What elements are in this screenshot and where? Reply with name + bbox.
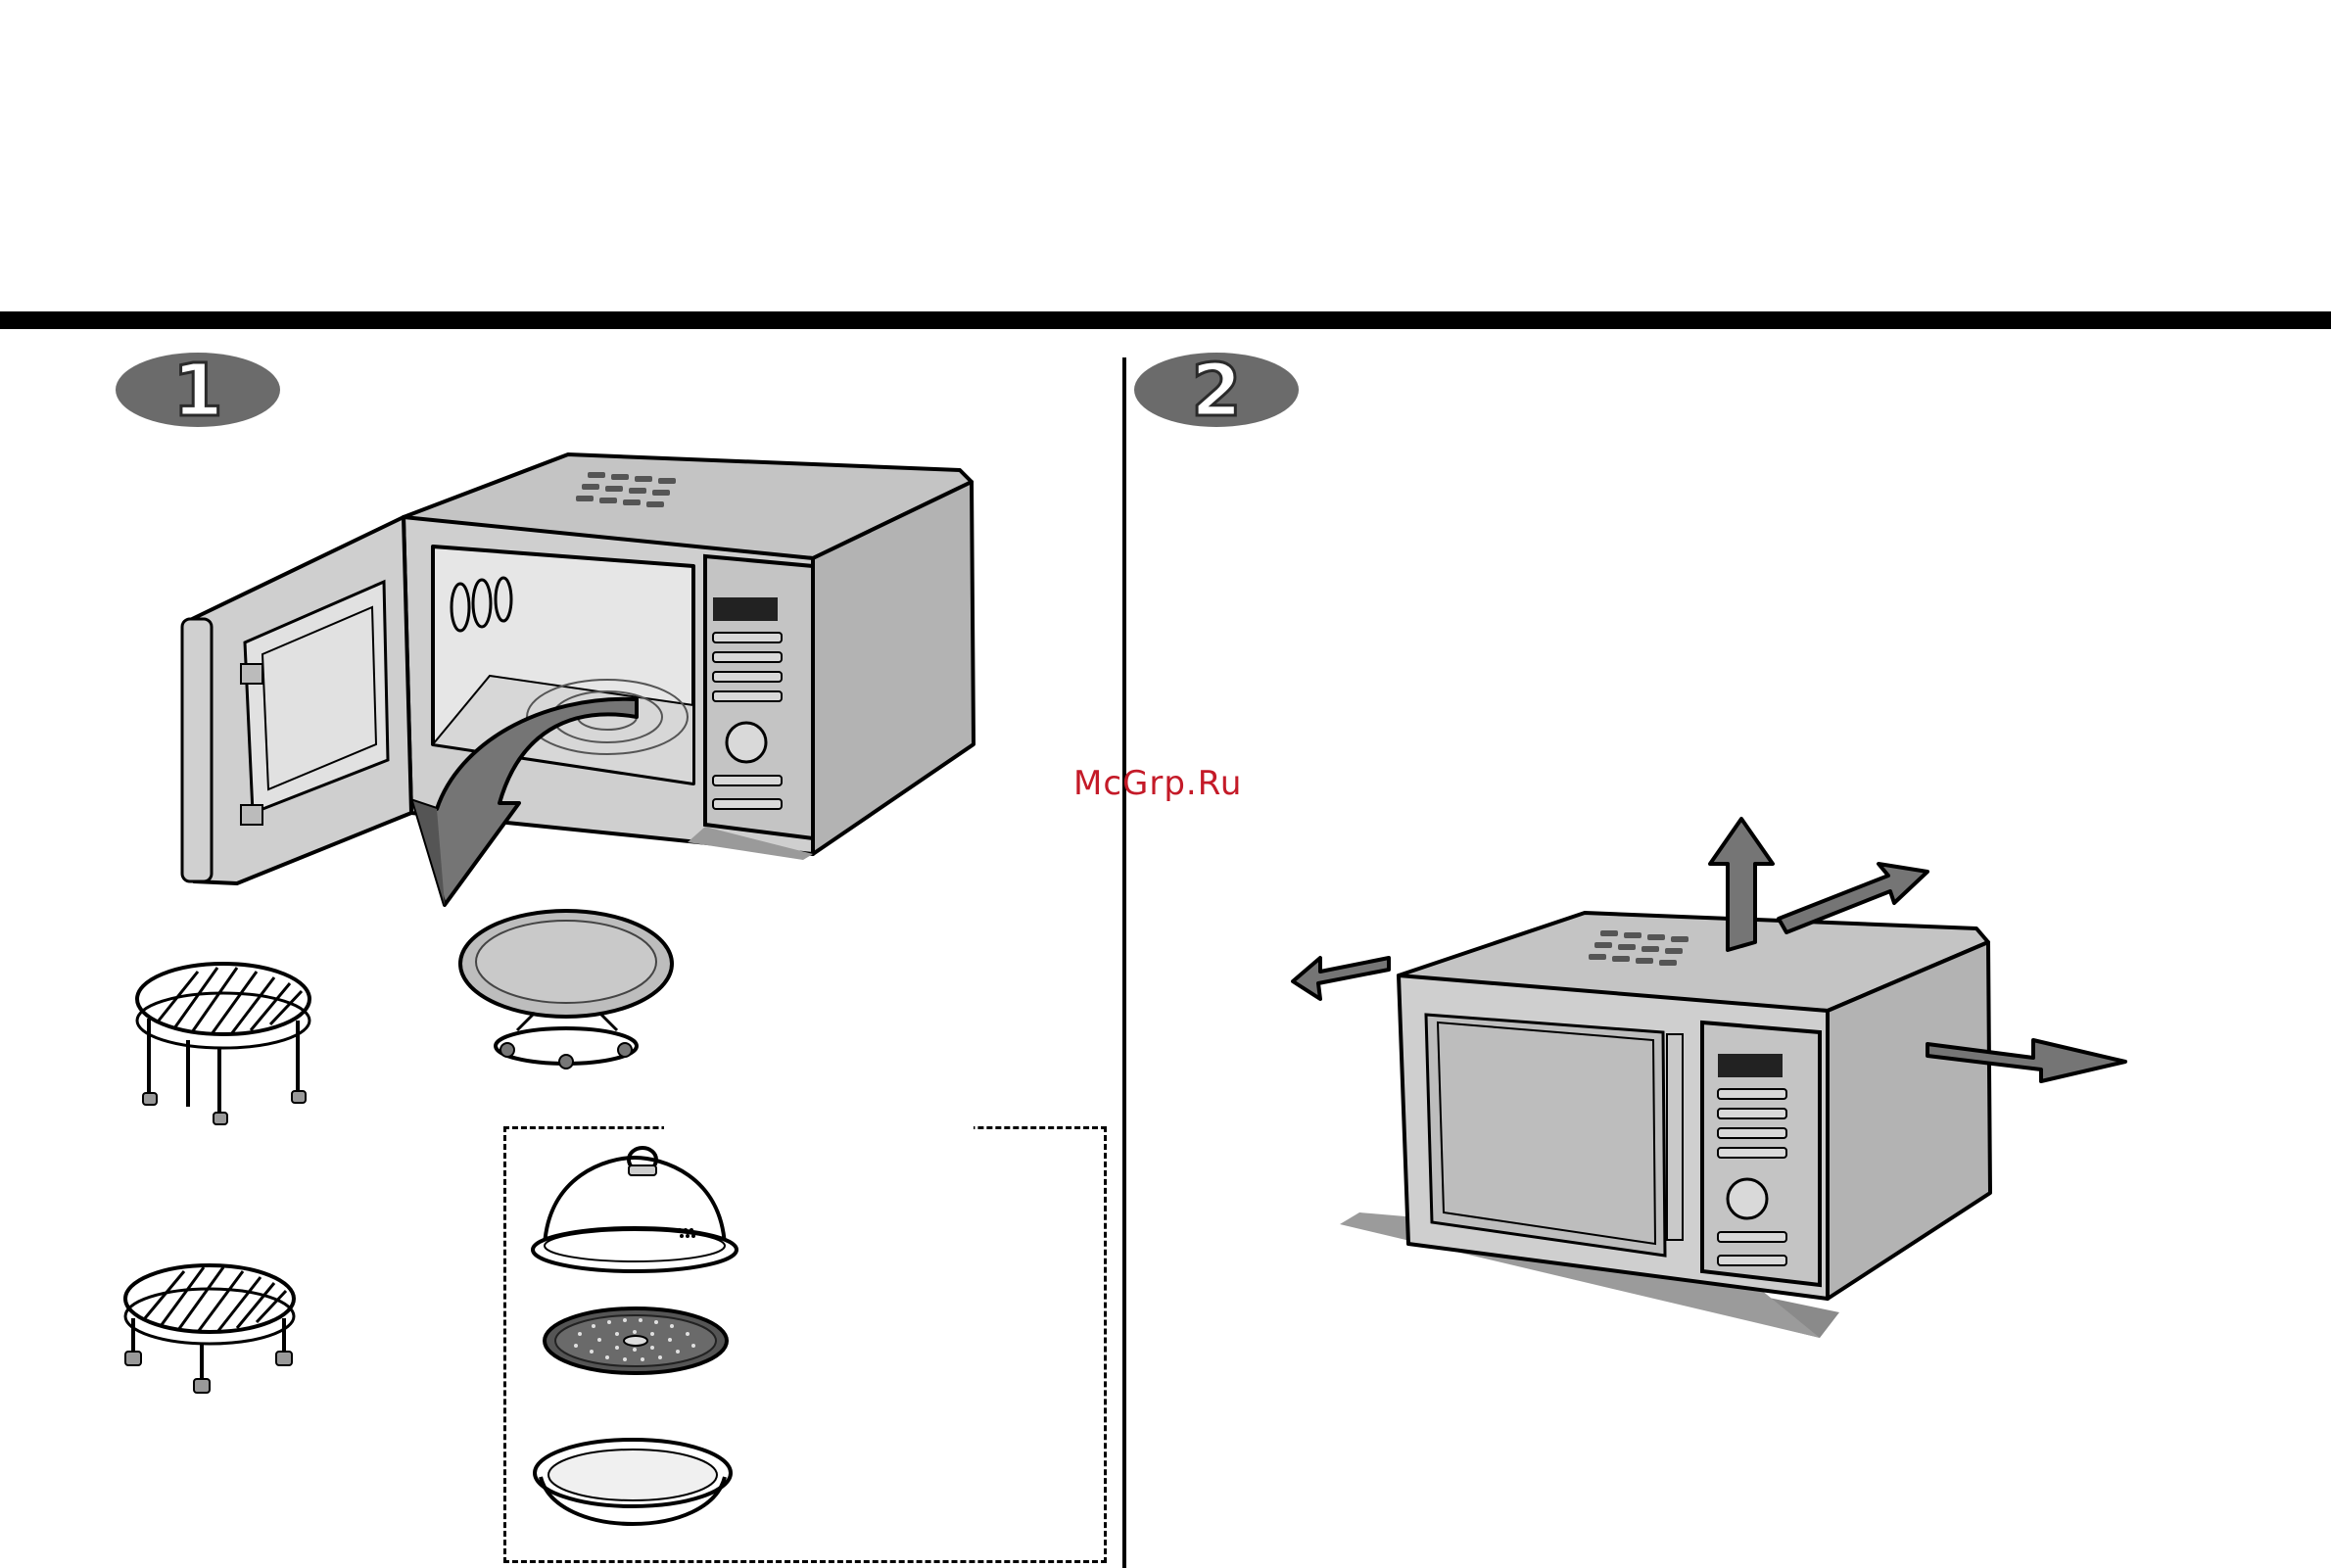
microwave-clearance-illustration <box>1291 813 2133 1342</box>
watermark: McGrp.Ru <box>1073 764 1242 803</box>
low-rack <box>118 1259 300 1395</box>
step-1-badge: 1 <box>114 351 282 429</box>
crisp-plate <box>541 1305 731 1377</box>
glass-turntable <box>456 907 678 1077</box>
step-2-badge: 2 <box>1132 351 1301 429</box>
step-2-number: 2 <box>1191 351 1242 429</box>
dome-cover <box>529 1146 740 1273</box>
baking-tray <box>531 1436 735 1528</box>
accessories-box-gap <box>664 1122 974 1132</box>
top-rule <box>0 311 2331 329</box>
column-divider <box>1122 357 1126 1568</box>
step-1-number: 1 <box>172 351 223 429</box>
turntable-removal-arrow <box>402 695 646 911</box>
high-rack <box>129 960 317 1128</box>
